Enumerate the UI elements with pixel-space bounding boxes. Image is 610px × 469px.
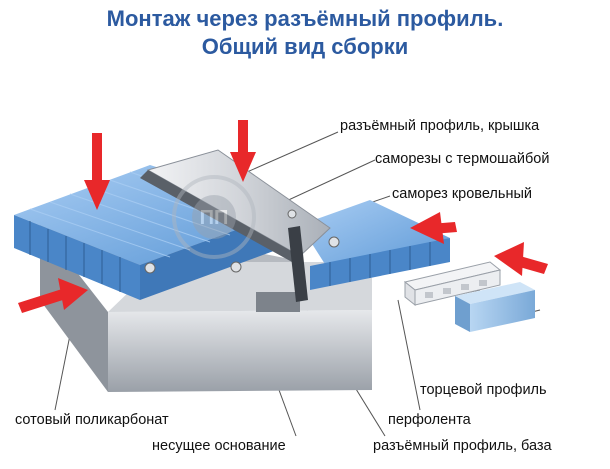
label-screws-thermo: саморезы с термошайбой: [375, 151, 550, 167]
label-base: несущее основание: [152, 438, 286, 454]
label-end-profile: торцевой профиль: [420, 382, 547, 398]
arrow-down-center: [230, 120, 256, 182]
arrow-right-bottom: [494, 242, 548, 276]
perfotape: [403, 261, 502, 307]
label-cap-profile: разъёмный профиль, крышка: [340, 118, 540, 134]
arrow-down-left: [84, 133, 110, 210]
arrow-right-top: [410, 212, 457, 244]
base-profile: [256, 292, 300, 312]
label-roof-screw: саморез кровельный: [392, 186, 532, 202]
pressure-arrows: [18, 120, 548, 313]
arrow-left-bottom: [18, 278, 88, 313]
diagram-title-line2: Общий вид сборки: [201, 34, 409, 59]
diagram-title-line1: Монтаж через разъёмный профиль.: [106, 6, 504, 31]
cap-profile: [140, 149, 331, 302]
label-base-profile: разъёмный профиль, база: [373, 438, 552, 454]
end-profile: [455, 282, 535, 332]
label-polycarbonate: сотовый поликарбонат: [15, 412, 169, 428]
svg-text:ПП: ПП: [200, 207, 229, 229]
screws: [144, 209, 340, 274]
right-polycarbonate-panel: [300, 200, 450, 290]
watermark-logo: ПП: [172, 175, 256, 259]
label-perfotape: перфолента: [388, 412, 471, 428]
